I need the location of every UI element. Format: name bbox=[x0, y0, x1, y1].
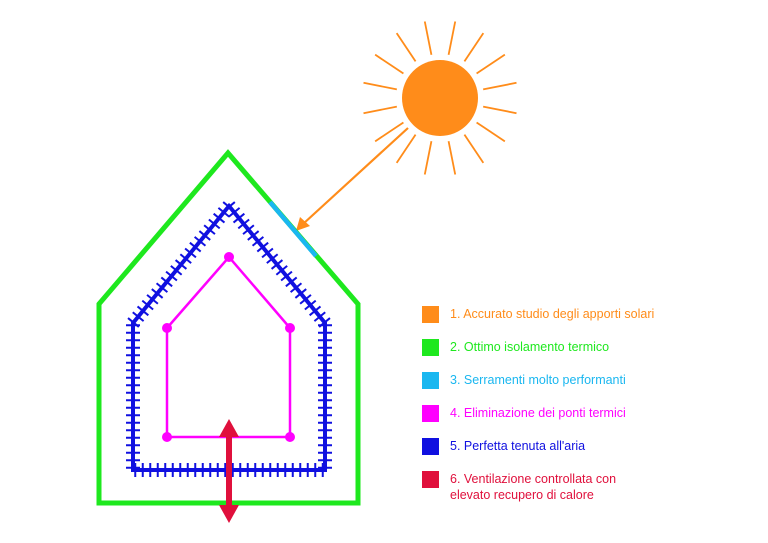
airtight-tick bbox=[232, 212, 245, 224]
sun-ray bbox=[463, 32, 485, 62]
legend-label: 2. Ottimo isolamento termico bbox=[450, 340, 610, 354]
legend-label: 1. Accurato studio degli apporti solari bbox=[450, 307, 655, 321]
legend-swatch bbox=[422, 372, 439, 389]
solar-gain-arrow bbox=[296, 127, 409, 231]
airtight-tick bbox=[280, 270, 293, 282]
airtight-tick bbox=[261, 247, 274, 259]
airtight-tick bbox=[165, 270, 178, 282]
airtight-tick bbox=[193, 236, 207, 247]
airtight-ticks bbox=[126, 201, 332, 477]
sun-ray bbox=[482, 81, 517, 91]
sun-ray bbox=[423, 21, 433, 56]
legend-label: 6. Ventilazione controllata con elevato … bbox=[450, 472, 617, 502]
airtight-tick bbox=[136, 305, 149, 317]
airtight-tick bbox=[223, 201, 236, 212]
airtight-tick bbox=[266, 253, 279, 264]
airtight-tick bbox=[251, 236, 265, 247]
airtight-tick bbox=[309, 305, 322, 317]
airtight-tick bbox=[217, 207, 230, 218]
sun-ray bbox=[476, 53, 506, 75]
airtight-tick bbox=[256, 241, 269, 253]
airtight-tick bbox=[242, 224, 255, 235]
airtight-tick bbox=[275, 265, 288, 276]
sun-ray bbox=[374, 53, 404, 75]
insulation-envelope bbox=[96, 149, 361, 506]
sun-ray bbox=[374, 121, 404, 143]
airtight-tick bbox=[304, 299, 317, 311]
legend-label: 5. Perfetta tenuta all'aria bbox=[450, 439, 586, 453]
sun-disc bbox=[402, 60, 478, 136]
airtight-tick bbox=[299, 294, 312, 305]
airtight-tick bbox=[151, 288, 164, 299]
sun-rays bbox=[363, 21, 517, 175]
airtight-tick bbox=[155, 282, 169, 293]
sun-ray bbox=[423, 140, 433, 175]
sun-ray bbox=[463, 134, 485, 164]
airtight-tick bbox=[285, 276, 298, 288]
airtight-tick bbox=[174, 259, 188, 270]
sun-ray bbox=[363, 81, 398, 91]
airtight-tick bbox=[203, 224, 216, 235]
airtight-tick bbox=[289, 282, 303, 293]
airtight-tick bbox=[141, 299, 154, 311]
legend-swatch bbox=[422, 405, 439, 422]
legend: 1. Accurato studio degli apporti solari … bbox=[422, 306, 762, 503]
sun-icon bbox=[363, 21, 517, 175]
sun-ray bbox=[447, 21, 457, 56]
legend-label: 3. Serramenti molto performanti bbox=[450, 373, 626, 387]
airtight-tick bbox=[189, 241, 202, 253]
airtight-tick bbox=[160, 276, 173, 288]
airtight-tick bbox=[213, 212, 226, 224]
legend-swatch bbox=[422, 438, 439, 455]
airtight-layer bbox=[126, 201, 332, 477]
airtight-tick bbox=[313, 311, 326, 322]
airtight-tick bbox=[228, 207, 241, 218]
window-segment bbox=[268, 200, 318, 258]
airtight-tick bbox=[170, 265, 183, 276]
legend-swatch bbox=[422, 339, 439, 356]
thermal-bridge-free-layer bbox=[162, 252, 295, 442]
legend-swatch bbox=[422, 471, 439, 488]
airtight-tick bbox=[247, 230, 260, 241]
legend-item-ventilation: 6. Ventilazione controllata con elevato … bbox=[422, 471, 762, 503]
legend-item-insulation: 2. Ottimo isolamento termico bbox=[422, 339, 762, 356]
airtight-tick bbox=[184, 247, 197, 259]
legend-item-airtightness: 5. Perfetta tenuta all'aria bbox=[422, 438, 762, 455]
ventilation-arrow bbox=[219, 419, 239, 523]
airtight-tick bbox=[198, 230, 211, 241]
airtight-tick bbox=[294, 288, 307, 299]
sun-ray bbox=[476, 121, 506, 143]
sun-ray bbox=[447, 140, 457, 175]
legend-swatch bbox=[422, 306, 439, 323]
airtight-tick bbox=[237, 218, 250, 230]
sun-ray bbox=[363, 105, 398, 115]
sun-ray bbox=[395, 134, 417, 164]
airtight-tick bbox=[132, 311, 145, 322]
legend-item-thermal-bridges: 4. Eliminazione dei ponti termici bbox=[422, 405, 762, 422]
sun-ray bbox=[482, 105, 517, 115]
legend-item-windows: 3. Serramenti molto performanti bbox=[422, 372, 762, 389]
airtight-tick bbox=[208, 218, 221, 230]
airtight-tick bbox=[179, 253, 192, 264]
legend-item-solar: 1. Accurato studio degli apporti solari bbox=[422, 306, 762, 323]
airtight-tick bbox=[270, 259, 284, 270]
legend-label: 4. Eliminazione dei ponti termici bbox=[450, 406, 626, 420]
sun-ray bbox=[395, 32, 417, 62]
airtight-tick bbox=[146, 294, 159, 305]
